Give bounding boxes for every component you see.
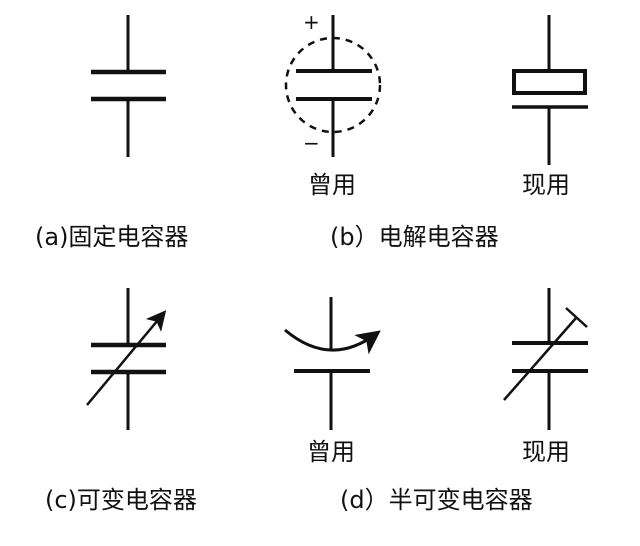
label-old-d: 曾用 bbox=[307, 438, 355, 466]
electrolytic-capacitor-new-symbol bbox=[512, 15, 588, 165]
trimmer-capacitor-old-symbol bbox=[284, 297, 381, 430]
trimmer-capacitor-new-symbol bbox=[503, 288, 588, 430]
label-new-d: 现用 bbox=[522, 438, 570, 466]
caption-b: (b）电解电容器 bbox=[330, 223, 499, 251]
label-new-b: 现用 bbox=[522, 171, 570, 199]
label-old-b: 曾用 bbox=[308, 171, 356, 199]
caption-a: (a)固定电容器 bbox=[35, 223, 189, 251]
electrolytic-capacitor-old-symbol bbox=[284, 15, 382, 157]
plus-sign: + bbox=[303, 10, 320, 34]
caption-c: (c)可变电容器 bbox=[45, 486, 197, 514]
fixed-capacitor-symbol bbox=[91, 15, 166, 157]
minus-sign: − bbox=[303, 131, 320, 155]
variable-capacitor-symbol bbox=[86, 288, 167, 430]
caption-d: (d）半可变电容器 bbox=[340, 486, 533, 514]
